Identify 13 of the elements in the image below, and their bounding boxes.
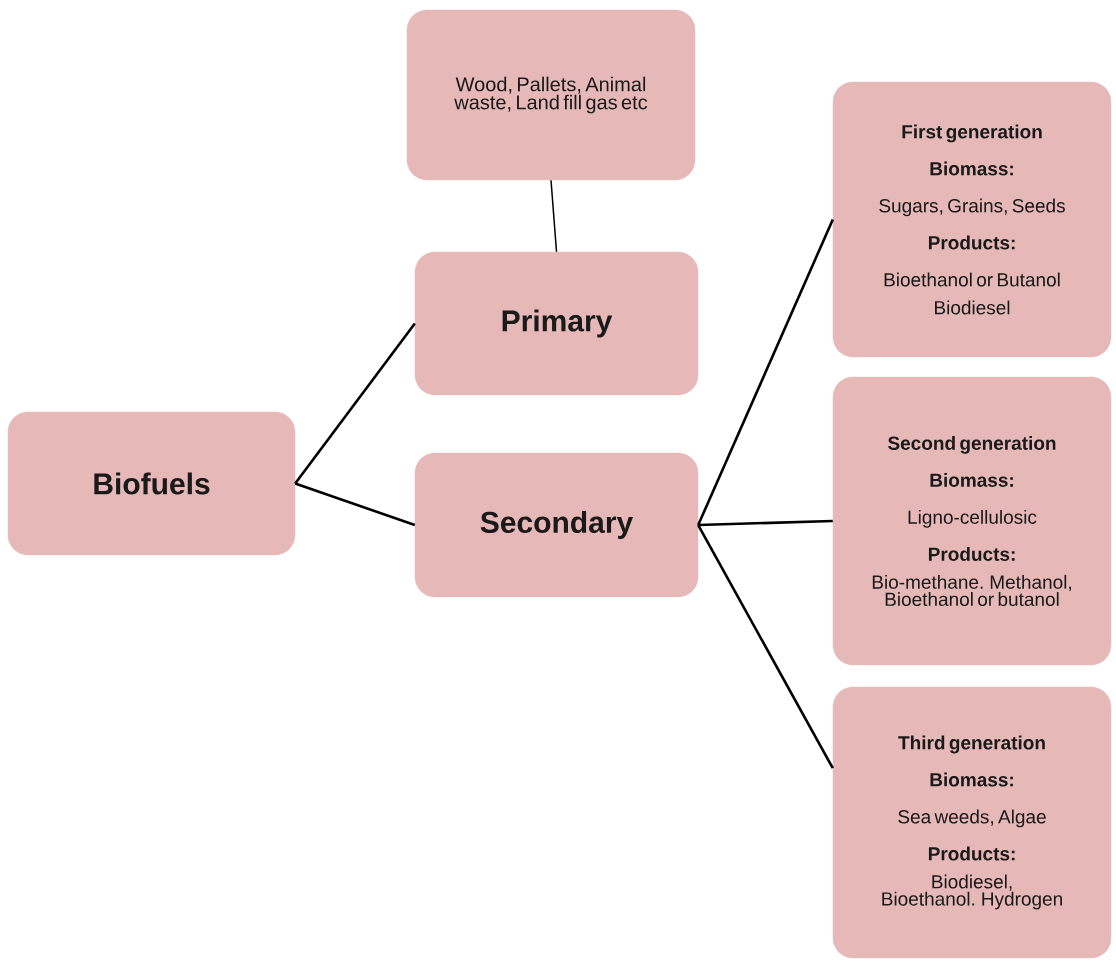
title-box: Secondary bbox=[414, 452, 699, 598]
category-box: Second generation Biomass: Ligno-cellulosic Products: Bio-methane. Methanol, Bioethanol or butanol bbox=[832, 376, 1112, 666]
source-box: Wood, Pallets, Animal waste, Land fill gas etc bbox=[406, 9, 696, 181]
connector-line bbox=[294, 482, 416, 527]
connector-line bbox=[697, 524, 834, 769]
connector-line bbox=[550, 179, 558, 253]
category-box: Third generation Biomass: Sea weeds, Algae Products: Biodiesel, Bioethanol. Hydrogen bbox=[832, 686, 1112, 959]
title-box: Primary bbox=[414, 251, 699, 396]
category-box: First generation Biomass: Sugars, Grains, Seeds Products: Bioethanol or Butanol Biodiesel bbox=[832, 81, 1112, 358]
connector-line bbox=[697, 218, 834, 526]
connector-line bbox=[294, 322, 416, 485]
connector-line bbox=[698, 519, 833, 527]
title-box: Biofuels bbox=[7, 411, 296, 556]
